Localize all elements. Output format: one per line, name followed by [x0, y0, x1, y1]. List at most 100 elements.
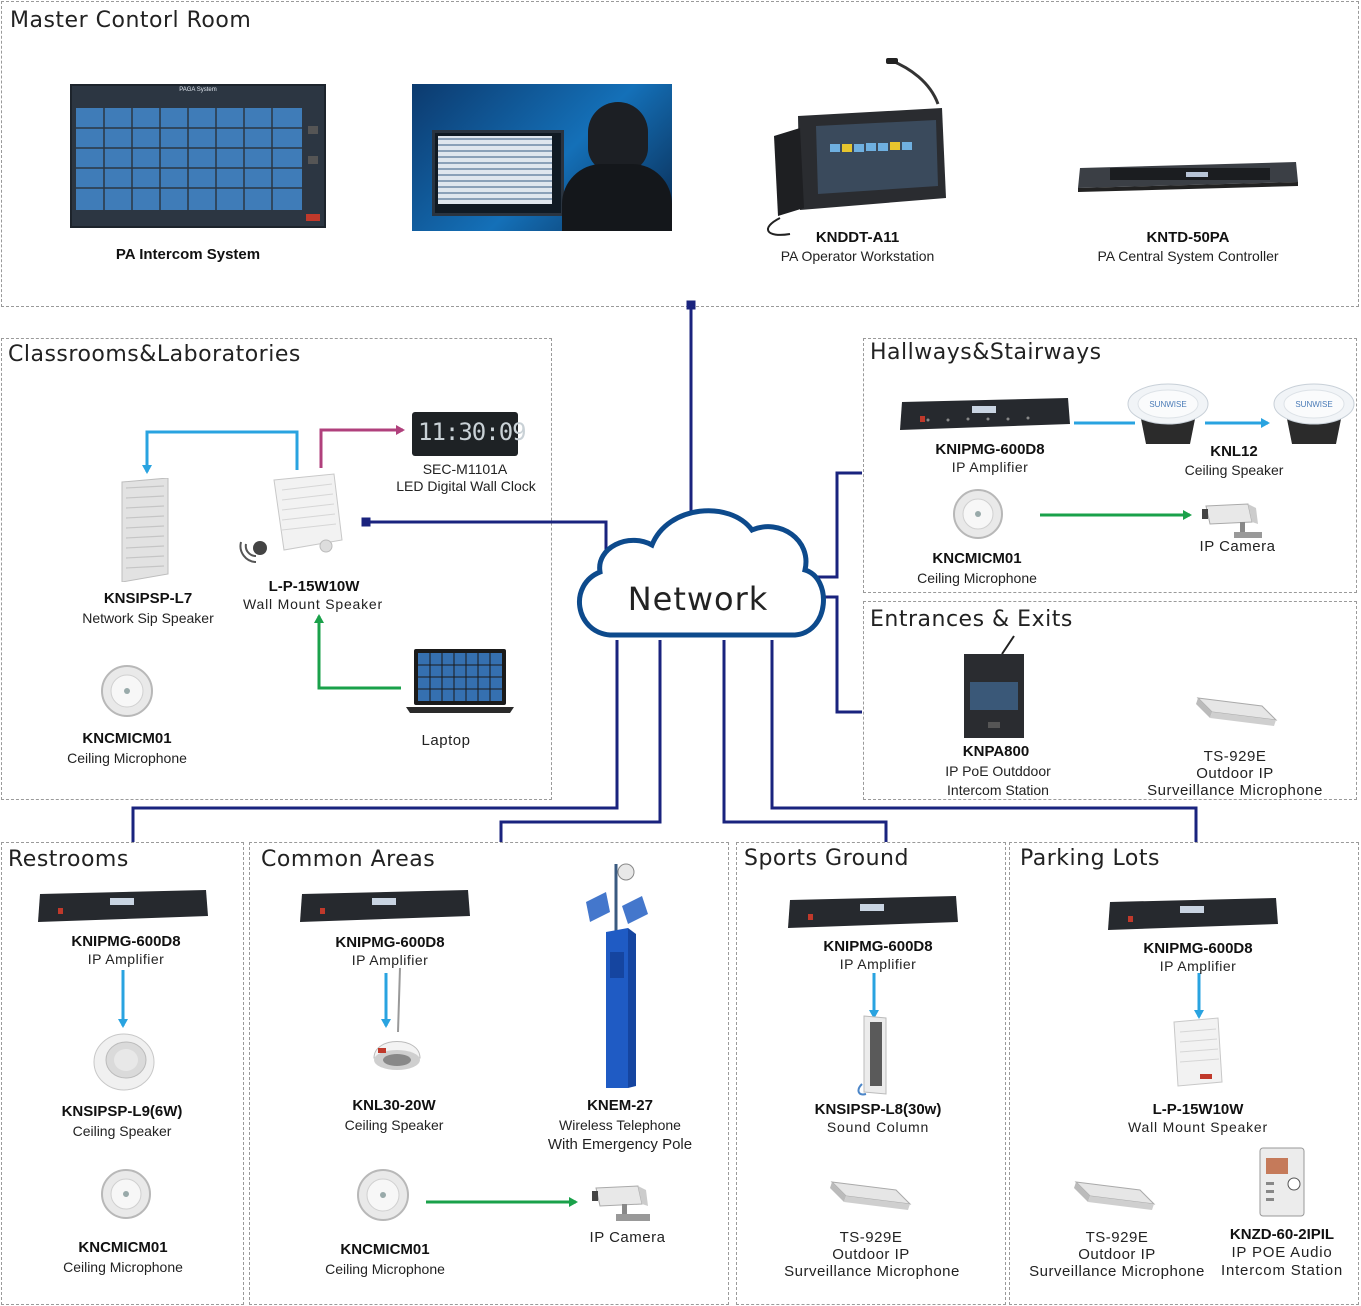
common-speaker-desc: Ceiling Speaker [344, 1117, 444, 1133]
common-amplifier-image [298, 886, 472, 926]
outdoor-intercom-station-image [962, 634, 1026, 740]
hallway-speaker-desc: Ceiling Speaker [1184, 462, 1284, 478]
zone-title-master: Master Contorl Room [10, 8, 252, 33]
entrance-station-model: KNPA800 [962, 743, 1030, 760]
system-controller-image [1076, 158, 1300, 192]
clock-display: 11:30:09 [418, 418, 527, 446]
hallway-ceiling-speaker-2: SUNWISE [1272, 380, 1356, 450]
clock-desc: LED Digital Wall Clock [396, 478, 536, 494]
classroom-mic-desc: Ceiling Microphone [67, 750, 187, 766]
hallway-ceiling-speaker-1: SUNWISE [1126, 380, 1210, 450]
hallway-speaker-model: KNL12 [1210, 443, 1258, 460]
parking-mic-desc2: Surveillance Microphone [1029, 1263, 1205, 1280]
parking-mic-desc1: Outdoor IP [1078, 1246, 1156, 1263]
parking-wall-speaker-image [1170, 1016, 1226, 1088]
pole-model: KNEM-27 [587, 1097, 653, 1114]
sports-amp-model: KNIPMG-600D8 [823, 938, 933, 955]
pa-intercom-label: PA Intercom System [115, 246, 261, 263]
workstation-model: KNDDT-A11 [815, 229, 900, 246]
led-wall-clock-image: 11:30:09 [412, 412, 527, 456]
parking-intercom-model: KNZD-60-2IPIL [1229, 1226, 1335, 1243]
emergency-pole-image [580, 856, 652, 1090]
entrance-station-desc1: IP PoE Outddoor [945, 763, 1051, 779]
sports-column-desc: Sound Column [826, 1119, 930, 1135]
hallway-microphone-image [952, 488, 1004, 540]
parking-intercom-desc2: Intercom Station [1220, 1262, 1344, 1279]
parking-lots-zone [1009, 842, 1359, 1305]
classroom-mic-model: KNCMICM01 [82, 730, 172, 747]
sports-ground-zone [736, 842, 1006, 1305]
network-sip-speaker-image [116, 477, 172, 583]
classrooms-zone [1, 338, 552, 800]
restroom-amp-desc: IP Amplifier [87, 951, 165, 967]
entrance-mic-model: TS-929E [1203, 748, 1267, 765]
parking-speaker-model: L-P-15W10W [1152, 1101, 1244, 1118]
hallway-camera-label: IP Camera [1199, 538, 1276, 555]
zone-title-common: Common Areas [261, 847, 436, 872]
zone-title-restrooms: Restrooms [8, 847, 129, 872]
common-areas-zone [249, 842, 729, 1305]
sports-mic-model: TS-929E [839, 1229, 903, 1246]
pa-intercom-screenshot: PAGA System [70, 84, 326, 228]
sports-mic-desc2: Surveillance Microphone [784, 1263, 960, 1280]
sports-amplifier-image [786, 892, 960, 932]
zone-title-sports: Sports Ground [744, 846, 909, 871]
entrance-mic-desc1: Outdoor IP [1196, 765, 1274, 782]
sip-speaker-desc: Network Sip Speaker [82, 610, 214, 626]
restroom-mic-desc: Ceiling Microphone [63, 1259, 183, 1275]
common-amp-desc: IP Amplifier [351, 952, 429, 968]
hallway-mic-desc: Ceiling Microphone [917, 570, 1037, 586]
hallway-amp-model: KNIPMG-600D8 [935, 441, 1045, 458]
common-ip-camera-image [592, 1182, 656, 1224]
parking-mic-model: TS-929E [1085, 1229, 1149, 1246]
master-control-room-zone [1, 1, 1359, 307]
common-microphone-image [356, 1168, 410, 1222]
restroom-microphone-image [100, 1168, 152, 1220]
common-camera-label: IP Camera [589, 1229, 666, 1246]
controller-desc: PA Central System Controller [1097, 248, 1279, 264]
entrance-station-desc2: Intercom Station [947, 782, 1049, 798]
sports-amp-desc: IP Amplifier [839, 956, 917, 972]
wall-mount-speaker-image [238, 470, 350, 570]
hallway-mic-model: KNCMICM01 [932, 550, 1022, 567]
restroom-amplifier-image [36, 886, 210, 926]
sports-surveillance-mic-image [826, 1176, 916, 1216]
hallway-ip-camera-image [1202, 500, 1266, 540]
parking-speaker-desc: Wall Mount Speaker [1128, 1119, 1268, 1135]
zone-title-classrooms: Classrooms&Laboratories [8, 342, 301, 367]
restroom-speaker-model: KNSIPSP-L9(6W) [61, 1103, 183, 1120]
entrances-zone [863, 601, 1357, 800]
sound-column-image [856, 1014, 892, 1096]
entrance-mic-desc2: Surveillance Microphone [1147, 782, 1323, 799]
restroom-speaker-desc: Ceiling Speaker [72, 1123, 172, 1139]
operator-workstation-image [760, 58, 950, 238]
pole-desc2: With Emergency Pole [547, 1136, 693, 1153]
wall-speaker-model: L-P-15W10W [268, 578, 360, 595]
screenshot-title: PAGA System [179, 87, 217, 93]
sports-mic-desc1: Outdoor IP [832, 1246, 910, 1263]
hallway-brand-2: SUNWISE [1295, 400, 1333, 409]
zone-title-hallways: Hallways&Stairways [870, 340, 1102, 365]
clock-model: SEC-M1101A [422, 461, 508, 477]
restroom-mic-model: KNCMICM01 [78, 1239, 168, 1256]
common-amp-model: KNIPMG-600D8 [335, 934, 445, 951]
pendant-speaker-image [370, 967, 424, 1086]
pole-desc1: Wireless Telephone [559, 1117, 681, 1133]
entrance-surveillance-mic-image [1192, 692, 1282, 732]
parking-amp-desc: IP Amplifier [1159, 958, 1237, 974]
common-speaker-model: KNL30-20W [352, 1097, 436, 1114]
laptop-label: Laptop [421, 732, 471, 749]
common-mic-desc: Ceiling Microphone [325, 1261, 445, 1277]
zone-title-entrances: Entrances & Exits [870, 607, 1073, 632]
audio-intercom-station-image [1258, 1146, 1306, 1218]
parking-amp-model: KNIPMG-600D8 [1143, 940, 1253, 957]
hallway-amplifier-image [898, 394, 1072, 434]
parking-surveillance-mic-image [1070, 1176, 1160, 1216]
laptop-image [406, 647, 514, 715]
operator-photo [412, 84, 672, 231]
parking-amplifier-image [1106, 894, 1280, 934]
network-cloud-outline [577, 508, 826, 638]
restrooms-zone [1, 842, 244, 1305]
hallway-brand-1: SUNWISE [1149, 400, 1187, 409]
controller-model: KNTD-50PA [1146, 229, 1230, 246]
